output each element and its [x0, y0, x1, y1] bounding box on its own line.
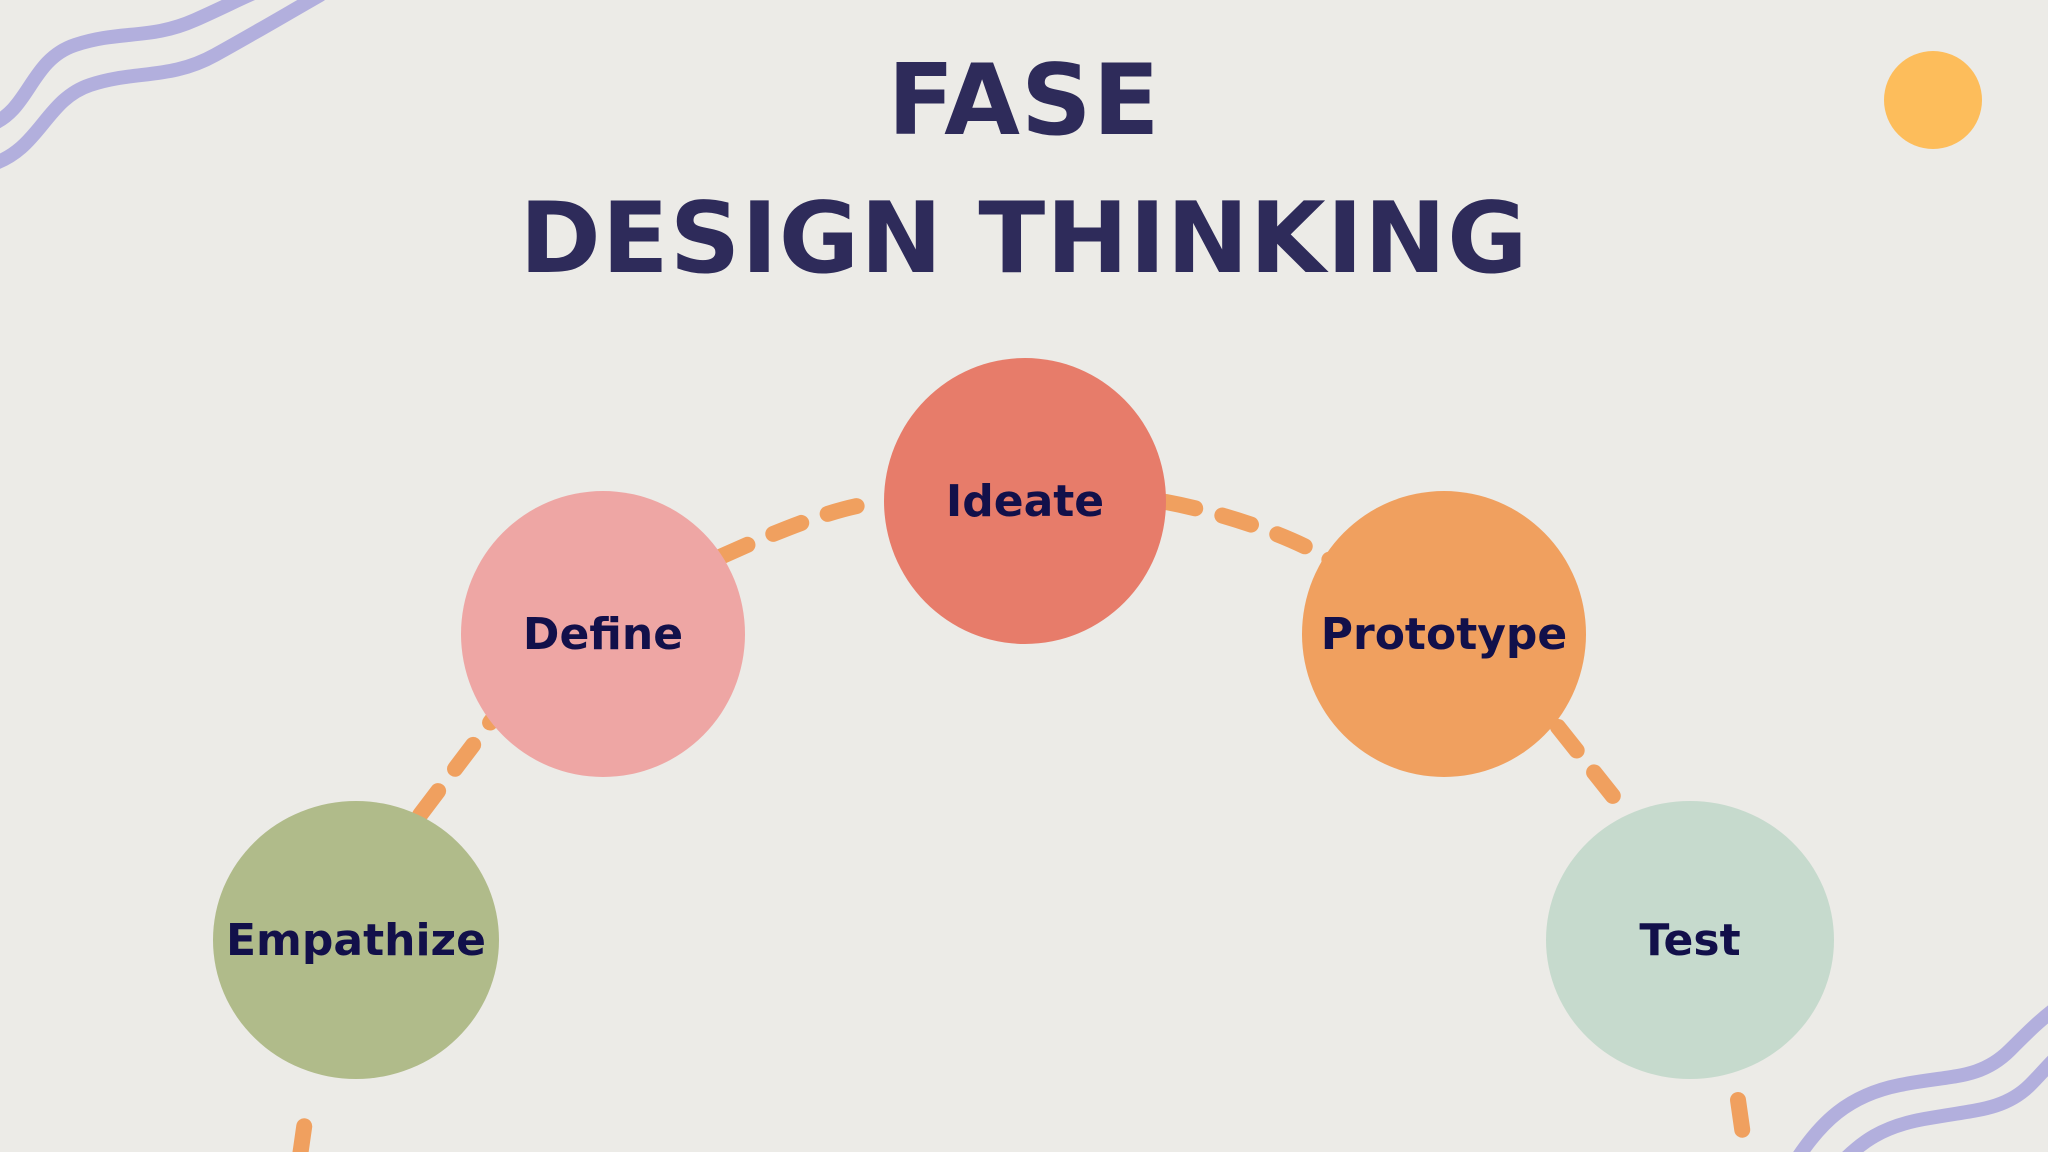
connector-start-line — [292, 1092, 316, 1152]
connector-end-line — [1730, 1092, 1754, 1152]
phase-define-label: Define — [522, 608, 684, 660]
phase-empathize: Empathize — [213, 801, 499, 1079]
title-line-2: DESIGN THINKING — [519, 182, 1529, 296]
squiggle-bottom-right — [1793, 1005, 2048, 1152]
phase-test: Test — [1546, 801, 1834, 1079]
title-line-1: FASE — [887, 44, 1161, 158]
phase-ideate: Ideate — [884, 358, 1166, 644]
phase-ideate-label: Ideate — [945, 475, 1105, 527]
phase-prototype-label: Prototype — [1320, 608, 1568, 660]
phase-prototype: Prototype — [1302, 491, 1586, 777]
squiggle-top-left — [0, 0, 325, 169]
phase-empathize-label: Empathize — [226, 914, 486, 966]
connector-lines — [292, 494, 1754, 1152]
sun-circle — [1884, 51, 1982, 149]
connector-define-ideate — [712, 494, 892, 565]
connector-ideate-prototype — [1158, 494, 1338, 568]
phase-test-label: Test — [1639, 914, 1741, 966]
connector-empathize-define — [412, 712, 500, 823]
phase-define: Define — [461, 491, 745, 777]
connector-prototype-test — [1550, 719, 1636, 823]
